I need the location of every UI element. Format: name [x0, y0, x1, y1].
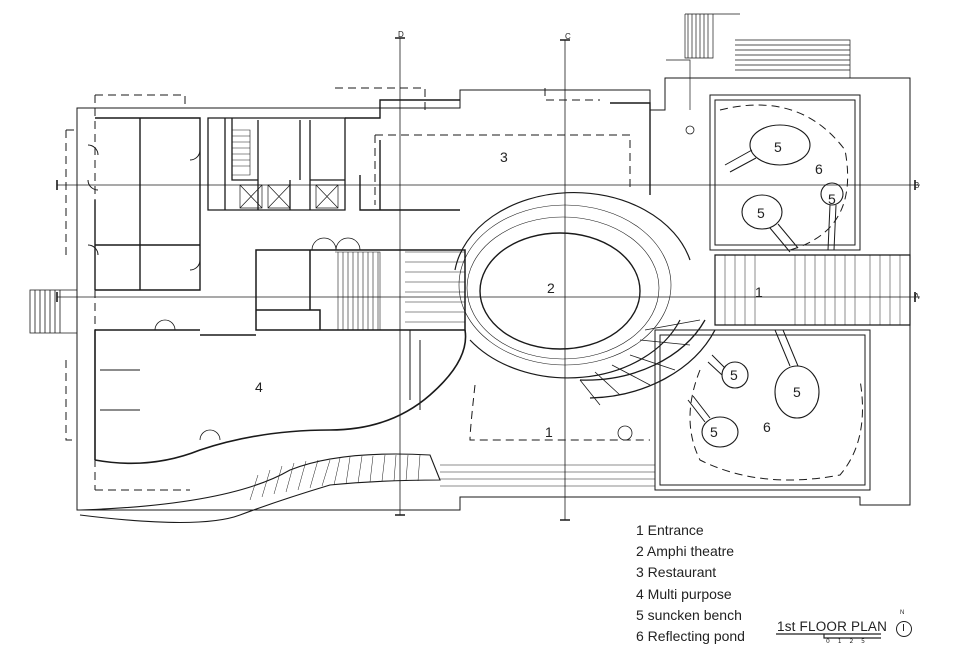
top-stairs: [666, 13, 851, 110]
entrance-tree-2: [685, 125, 695, 135]
multi-inner: [100, 330, 421, 411]
amphi-ring-1: [466, 216, 660, 360]
bench-bottom-1-stem: [774, 329, 799, 367]
plan-title: 1st FLOOR PLAN: [777, 619, 888, 634]
foyer-stair: [335, 251, 381, 331]
legend-item-reflecting-pond: 6 Reflecting pond: [636, 628, 745, 645]
left-pavilion-doors: [87, 144, 201, 271]
core-stair: [231, 129, 251, 176]
section-markers: [56, 37, 916, 521]
north-arrow-needle: [903, 624, 905, 631]
multi-door-arcs: [154, 319, 221, 441]
foyer-door-arcs: [311, 237, 361, 251]
bench-top-2-stem: [769, 223, 799, 253]
bench-bottom-1: [774, 365, 820, 419]
label-pond-top: 6: [815, 161, 823, 177]
restaurant-walls: [345, 99, 651, 211]
entrance-tree-1: [617, 425, 633, 441]
section-mark-a: A: [914, 292, 920, 301]
bench-bottom-2-stem: [707, 354, 726, 376]
bench-top-2: [741, 194, 783, 230]
legend: 1 Entrance 2 Amphi theatre 3 Restaurant …: [636, 520, 745, 647]
site-boundary: [76, 77, 911, 511]
lift-boxes: [239, 184, 339, 209]
north-label: N: [900, 610, 905, 616]
pond-top-frame: [709, 94, 861, 251]
dashed-left-wing: [65, 129, 77, 441]
section-mark-d: D: [398, 30, 404, 39]
bench-top-1: [749, 124, 811, 166]
bottom-bench-slats: [249, 454, 421, 501]
left-entry-stair: [29, 289, 78, 334]
amphi-steps-right: [579, 319, 701, 406]
bottom-terrace-lines: [440, 464, 655, 487]
label-entrance-bridge: 1: [755, 284, 763, 300]
label-pond-bottom: 6: [763, 419, 771, 435]
entrance-bridge-slats: [724, 255, 901, 325]
pond-bottom-frame: [654, 329, 871, 491]
legend-item-restaurant: 3 Restaurant: [636, 564, 717, 581]
scale-bar: [776, 633, 881, 639]
bench-top-3-stem: [827, 204, 837, 251]
pond-top-dashed: [719, 104, 849, 251]
multi-wall: [94, 329, 467, 465]
label-restaurant: 3: [500, 149, 508, 165]
pond-bottom-dashed: [689, 369, 863, 481]
foyer-ramp: [405, 251, 466, 331]
dashed-canopy-left: [94, 94, 190, 491]
service-core: [207, 117, 346, 211]
dashed-restaurant: [374, 134, 631, 205]
left-pavilion: [94, 117, 201, 291]
label-entrance-main: 1: [545, 424, 553, 440]
dashed-canopy-top: [335, 87, 600, 110]
legend-item-amphi-theatre: 2 Amphi theatre: [636, 543, 735, 560]
bench-top-1-stem: [724, 149, 757, 173]
legend-item-multi-purpose: 4 Multi purpose: [636, 585, 732, 602]
bench-bottom-3-stem: [687, 395, 711, 423]
scale-bar-label: 0 1 2 5: [826, 638, 868, 645]
legend-item-entrance: 1 Entrance: [636, 522, 704, 538]
bottom-curved-bench: [79, 453, 441, 524]
label-bench-2: 5: [757, 205, 765, 221]
label-bench-1: 5: [774, 139, 782, 155]
label-bench-6: 5: [710, 424, 718, 440]
label-multi: 4: [255, 379, 263, 395]
section-mark-c: C: [565, 32, 571, 41]
bench-top-3: [820, 182, 844, 206]
section-mark-b: B: [914, 181, 919, 190]
amphi-inner: [479, 232, 641, 350]
entrance-bridge: [714, 254, 911, 326]
label-bench-5: 5: [793, 384, 801, 400]
legend-item-sunken-bench: 5 suncken bench: [636, 606, 742, 623]
label-bench-4: 5: [730, 367, 738, 383]
bench-bottom-3: [701, 416, 739, 448]
label-amphi: 2: [547, 280, 555, 296]
label-bench-3: 5: [828, 191, 836, 207]
amphi-outer-arc: [454, 191, 691, 379]
north-arrow-icon: [896, 621, 912, 637]
